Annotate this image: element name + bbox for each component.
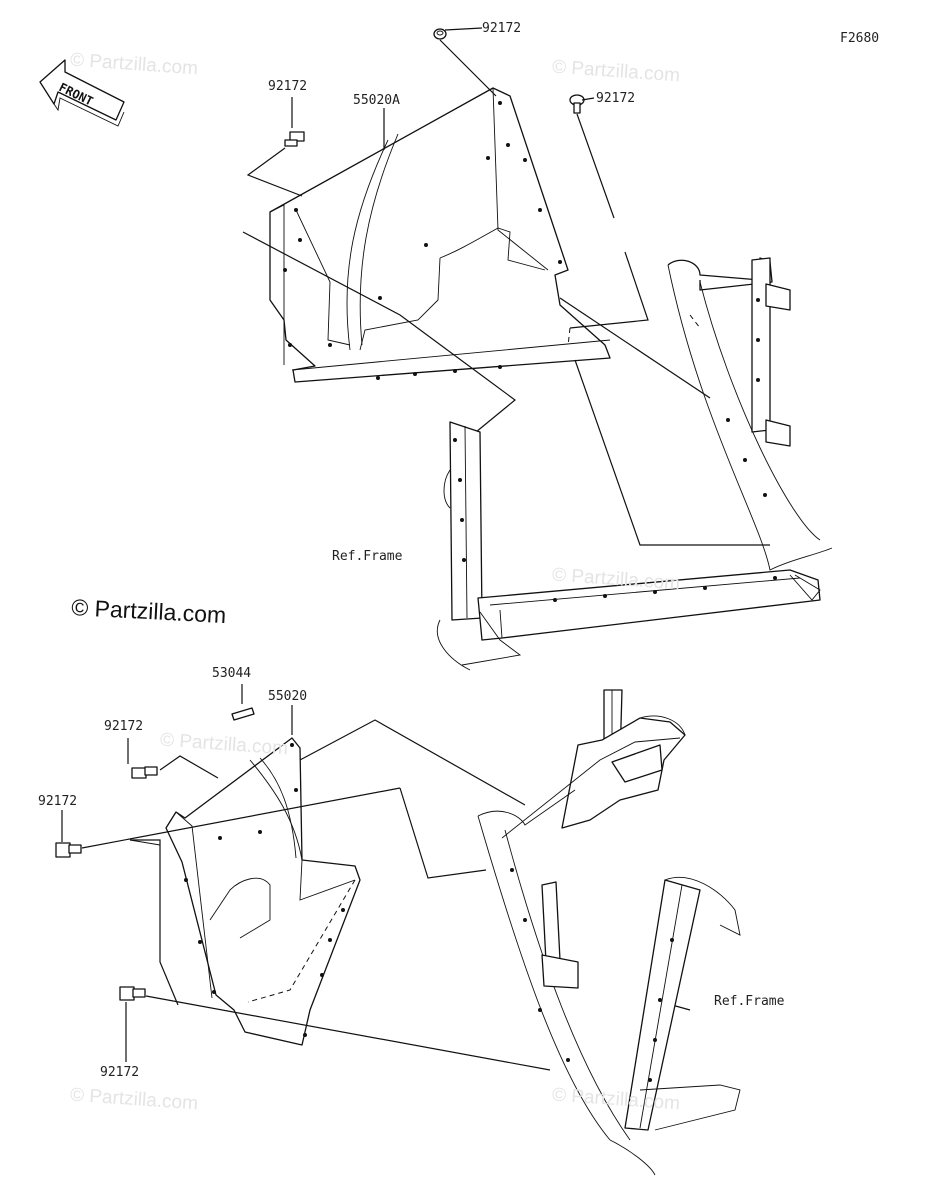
callout-bolt-top-center: 92172 — [482, 21, 522, 36]
bolt-92172-lower-1[interactable] — [131, 766, 158, 779]
callout-frame-lower: Ref.Frame — [714, 994, 785, 1009]
bolt-92172-top-left[interactable] — [284, 131, 305, 147]
upper-leader-lines — [242, 27, 770, 546]
callout-bolt-lower-1: 92172 — [104, 719, 144, 734]
bolt-92172-top-right[interactable] — [569, 94, 585, 114]
lower-ref-frame — [477, 689, 741, 1176]
lower-leader-lines — [61, 684, 691, 1071]
callout-bolt-lower-2: 92172 — [38, 794, 78, 809]
callout-bolt-top-left: 92172 — [268, 79, 308, 94]
callout-pin: 53044 — [212, 666, 252, 681]
callout-bolt-lower-3: 92172 — [100, 1065, 140, 1080]
figure-id: F2680 — [840, 31, 880, 46]
panel-55020a[interactable] — [269, 87, 611, 383]
callout-panel-upper: 55020A — [353, 93, 400, 108]
callout-frame-upper: Ref.Frame — [332, 549, 403, 564]
pin-53044[interactable] — [231, 707, 255, 721]
callout-bolt-top-right: 92172 — [596, 91, 636, 106]
bolt-92172-lower-3[interactable] — [119, 986, 146, 1001]
upper-ref-frame — [436, 257, 833, 671]
front-arrow-icon: FRONT — [39, 59, 125, 127]
bolt-92172-top-center[interactable] — [433, 28, 447, 40]
panel-55020[interactable] — [165, 737, 361, 1046]
callout-panel-lower: 55020 — [268, 689, 308, 704]
bolt-92172-lower-2[interactable] — [55, 842, 82, 858]
